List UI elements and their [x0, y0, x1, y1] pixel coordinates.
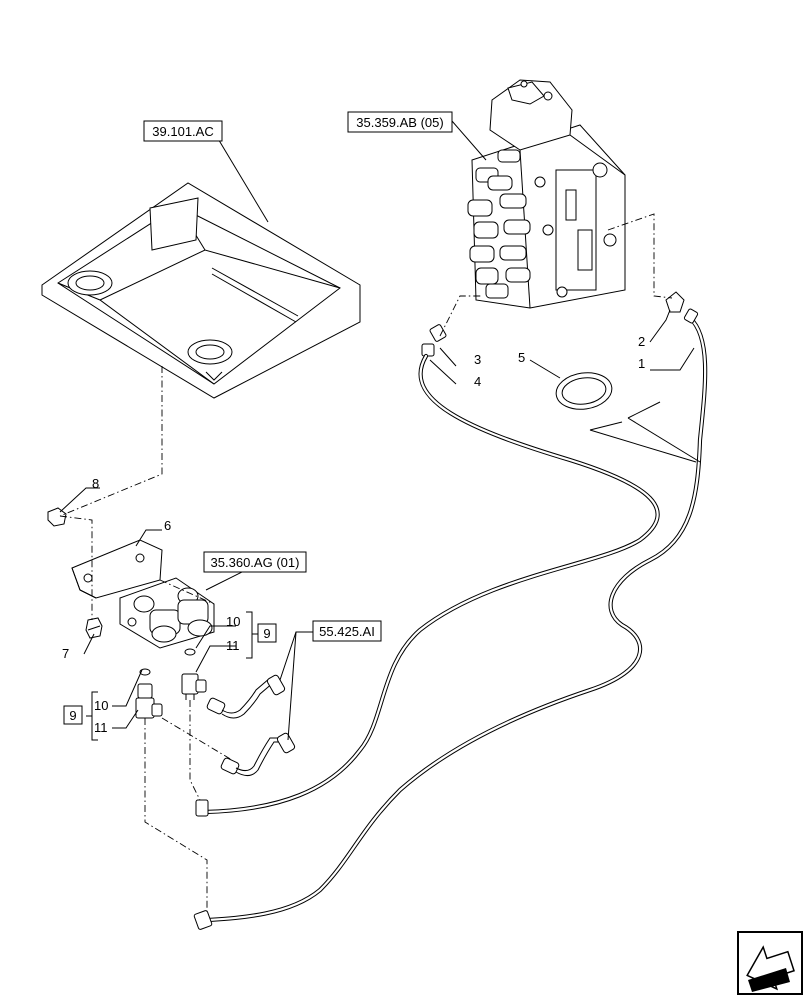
ref-label-35359ab: 35.359.AB (05) [356, 115, 443, 130]
leader-lines [59, 120, 701, 741]
seat-base-tray [41, 182, 361, 399]
o-ring-10-lower [139, 668, 151, 676]
ref-box-9-right[interactable]: 9 [257, 623, 277, 643]
ref-box-35359ab[interactable]: 35.359.AB (05) [347, 111, 453, 133]
ref-label-35360ag: 35.360.AG (01) [211, 555, 300, 570]
callout-1: 1 [638, 356, 645, 371]
control-valve-block [421, 79, 685, 357]
next-page-arrow-icon[interactable] [737, 931, 803, 996]
callout-8: 8 [92, 476, 99, 491]
ref-box-35360ag[interactable]: 35.360.AG (01) [203, 551, 307, 573]
elbow-fitting-2 [665, 291, 685, 313]
ref-label-39101ac: 39.101.AC [152, 124, 213, 139]
callout-9-right: 9 [263, 626, 270, 641]
group-bracket-left [86, 691, 98, 741]
o-ring-10-upper [184, 648, 196, 656]
ref-box-9-left[interactable]: 9 [63, 705, 83, 725]
fitting-11-upper [181, 673, 207, 700]
o-ring-seal [555, 372, 613, 410]
solenoid-valve [119, 577, 215, 649]
callout-11-left: 11 [94, 720, 108, 735]
pressure-sensor-lower [220, 732, 296, 776]
bolt-8 [47, 507, 67, 527]
callout-4: 4 [474, 374, 481, 389]
group-bracket-right [246, 611, 258, 659]
callout-10-right: 10 [226, 614, 240, 629]
connection-lines [59, 213, 673, 912]
callout-6: 6 [164, 518, 171, 533]
callout-7: 7 [62, 646, 69, 661]
callout-3: 3 [474, 352, 481, 367]
ref-box-39101ac[interactable]: 39.101.AC [143, 120, 223, 142]
callout-5: 5 [518, 350, 525, 365]
callout-9-left: 9 [69, 708, 76, 723]
callout-2: 2 [638, 334, 645, 349]
hydraulic-hose-4 [202, 353, 660, 815]
bolt-7 [85, 617, 103, 639]
callout-11-right: 11 [226, 638, 240, 653]
valve-spool-caps [467, 149, 531, 299]
hose-end-fittings [193, 308, 699, 930]
callout-10-left: 10 [94, 698, 108, 713]
pressure-sensor-upper [206, 674, 286, 719]
fitting-11-lower [135, 683, 163, 719]
hydraulic-hose-1 [205, 315, 708, 923]
ref-box-55425ai[interactable]: 55.425.AI [312, 620, 382, 642]
ref-label-55425ai: 55.425.AI [319, 624, 375, 639]
